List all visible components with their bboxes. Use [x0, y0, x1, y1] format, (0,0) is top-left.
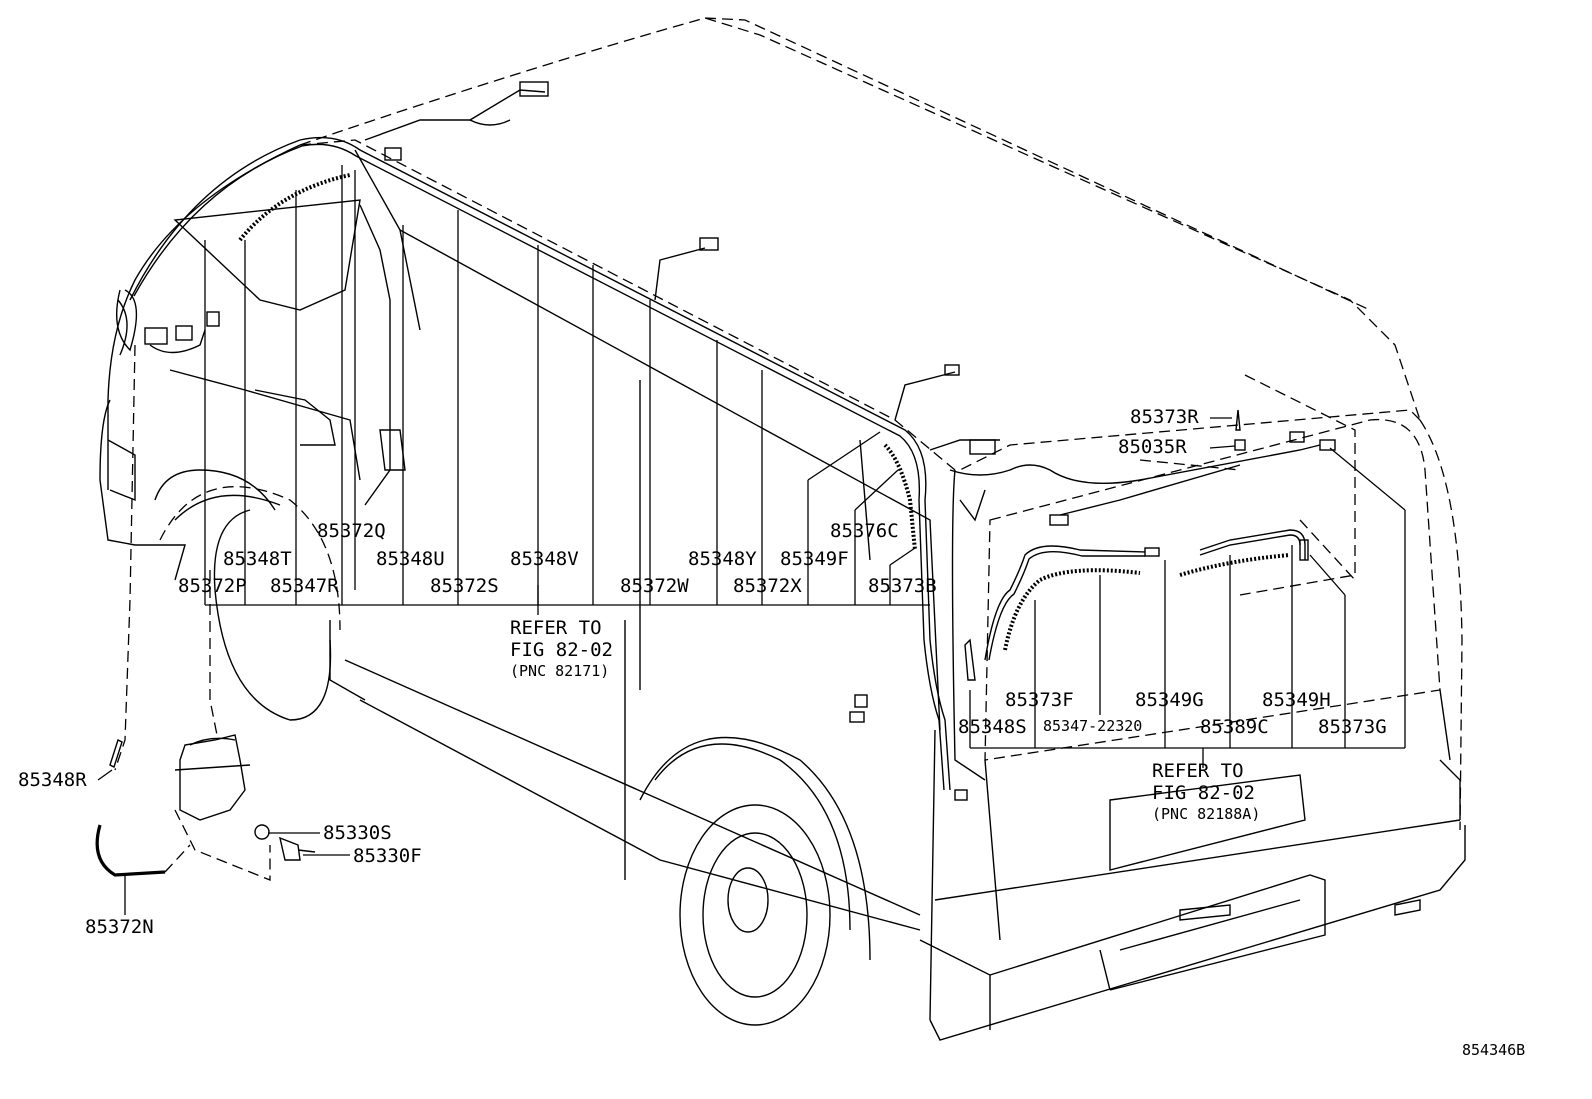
part-label: 85347-22320 [1043, 717, 1142, 735]
part-label: 85372P [178, 575, 247, 597]
part-label: 85372N [85, 916, 154, 938]
reference-line: FIG 82-02 [1152, 782, 1255, 804]
part-label: 85348S [958, 716, 1027, 738]
left-lower-labels: 85372P 85347R 85372S 85372W 85372X 85373… [178, 575, 937, 597]
part-label: 85348V [510, 548, 579, 570]
reference-left: REFER TO FIG 82-02 (PNC 82171) [510, 617, 613, 680]
part-label: 85348U [376, 548, 445, 570]
part-label: 85373B [868, 575, 937, 597]
rear-door-harness [964, 409, 1309, 681]
reference-right: REFER TO FIG 82-02 (PNC 82188A) [1152, 760, 1260, 823]
part-label: 85330F [353, 845, 422, 867]
leader-lines [97, 165, 1406, 915]
right-upper-labels: 85373F 85349G 85349H [1005, 689, 1331, 711]
washer-tank [95, 344, 316, 881]
part-label: 85372Q [317, 520, 386, 542]
part-label: 85348Y [688, 548, 757, 570]
part-label: 85376C [830, 520, 899, 542]
part-label: 85372X [733, 575, 802, 597]
part-label: 85349F [780, 548, 849, 570]
right-top-labels: 85373R 85035R [1118, 406, 1199, 458]
reference-line: FIG 82-02 [510, 639, 613, 661]
front-wheel [159, 486, 341, 721]
washer-labels: 85348R 85330S 85330F 85372N [18, 769, 422, 938]
part-label: 85349G [1135, 689, 1204, 711]
diagram-id: 854346B [1462, 1041, 1525, 1059]
part-label: 85348T [223, 548, 292, 570]
part-label: 85348R [18, 769, 87, 791]
part-label: 85035R [1118, 436, 1187, 458]
part-label: 85330S [323, 822, 392, 844]
van-rear [919, 469, 1466, 1041]
part-label: 85373R [1130, 406, 1199, 428]
part-label: 85372W [620, 575, 689, 597]
part-label: 85349H [1262, 689, 1331, 711]
part-label: 85373F [1005, 689, 1074, 711]
reference-line: REFER TO [1152, 760, 1244, 782]
reference-line: (PNC 82188A) [1152, 805, 1260, 823]
rear-wheel [639, 736, 871, 1026]
part-label: 85373G [1318, 716, 1387, 738]
right-lower-labels: 85348S 85347-22320 85389C 85373G [958, 716, 1387, 738]
left-upper-labels: 85348T 85372Q 85348U 85348V 85348Y 85349… [223, 520, 899, 570]
part-label: 85347R [270, 575, 339, 597]
reference-line: REFER TO [510, 617, 602, 639]
part-label: 85389C [1200, 716, 1269, 738]
van-body-outline [299, 17, 1463, 831]
reference-line: (PNC 82171) [510, 662, 609, 680]
part-label: 85372S [430, 575, 499, 597]
roof-harness [115, 81, 1336, 801]
